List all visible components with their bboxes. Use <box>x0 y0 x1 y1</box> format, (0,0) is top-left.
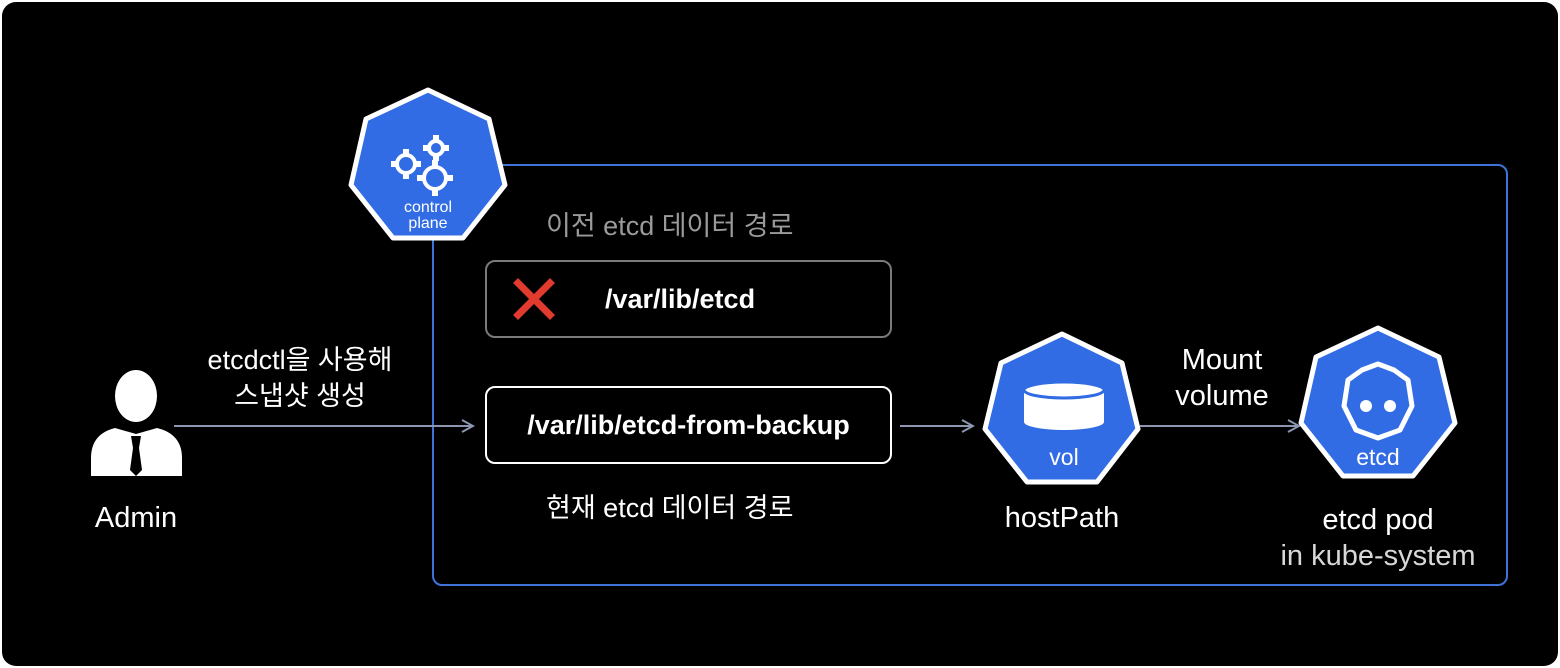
hostpath-label: hostPath <box>1004 502 1120 534</box>
old-path-caption: 이전 etcd 데이터 경로 <box>546 211 794 241</box>
control-plane-label-line2: plane <box>408 215 448 232</box>
old-path-box: /var/lib/etcd <box>485 260 892 338</box>
etcd-pod-label: etcd pod in kube-system <box>1258 502 1498 574</box>
disk-icon <box>1022 380 1106 430</box>
control-plane-label-line1: control <box>403 199 453 216</box>
hostpath-volume-icon <box>982 331 1141 485</box>
mount-line1: Mount <box>1181 344 1263 376</box>
admin-action-label: etcdctl을 사용해 스냅샷 생성 <box>170 342 430 414</box>
control-plane-label: control plane <box>388 200 468 232</box>
mount-line2: volume <box>1175 380 1269 412</box>
control-plane-boundary <box>432 164 1508 586</box>
new-path-box: /var/lib/etcd-from-backup <box>485 386 892 464</box>
etcd-pod-icon <box>1298 325 1458 479</box>
etcd-pod-label-line2: in kube-system <box>1280 540 1476 572</box>
etcd-icon-text: etcd <box>1356 444 1400 470</box>
new-path-caption: 현재 etcd 데이터 경로 <box>546 493 794 523</box>
etcd-logo-icon <box>1341 361 1415 441</box>
control-plane-icon <box>348 87 508 241</box>
error-x-icon <box>513 278 555 320</box>
admin-user-icon <box>91 370 182 476</box>
admin-action-line2: 스냅샷 생성 <box>234 381 366 411</box>
volume-icon-text: vol <box>1049 444 1079 470</box>
new-path-text: /var/lib/etcd-from-backup <box>527 409 850 440</box>
admin-label: Admin <box>94 502 178 534</box>
mount-volume-label: Mount volume <box>1142 342 1302 414</box>
admin-action-line1: etcdctl을 사용해 <box>207 345 393 375</box>
old-path-text: /var/lib/etcd <box>605 283 756 314</box>
etcd-pod-label-line1: etcd pod <box>1322 504 1434 536</box>
